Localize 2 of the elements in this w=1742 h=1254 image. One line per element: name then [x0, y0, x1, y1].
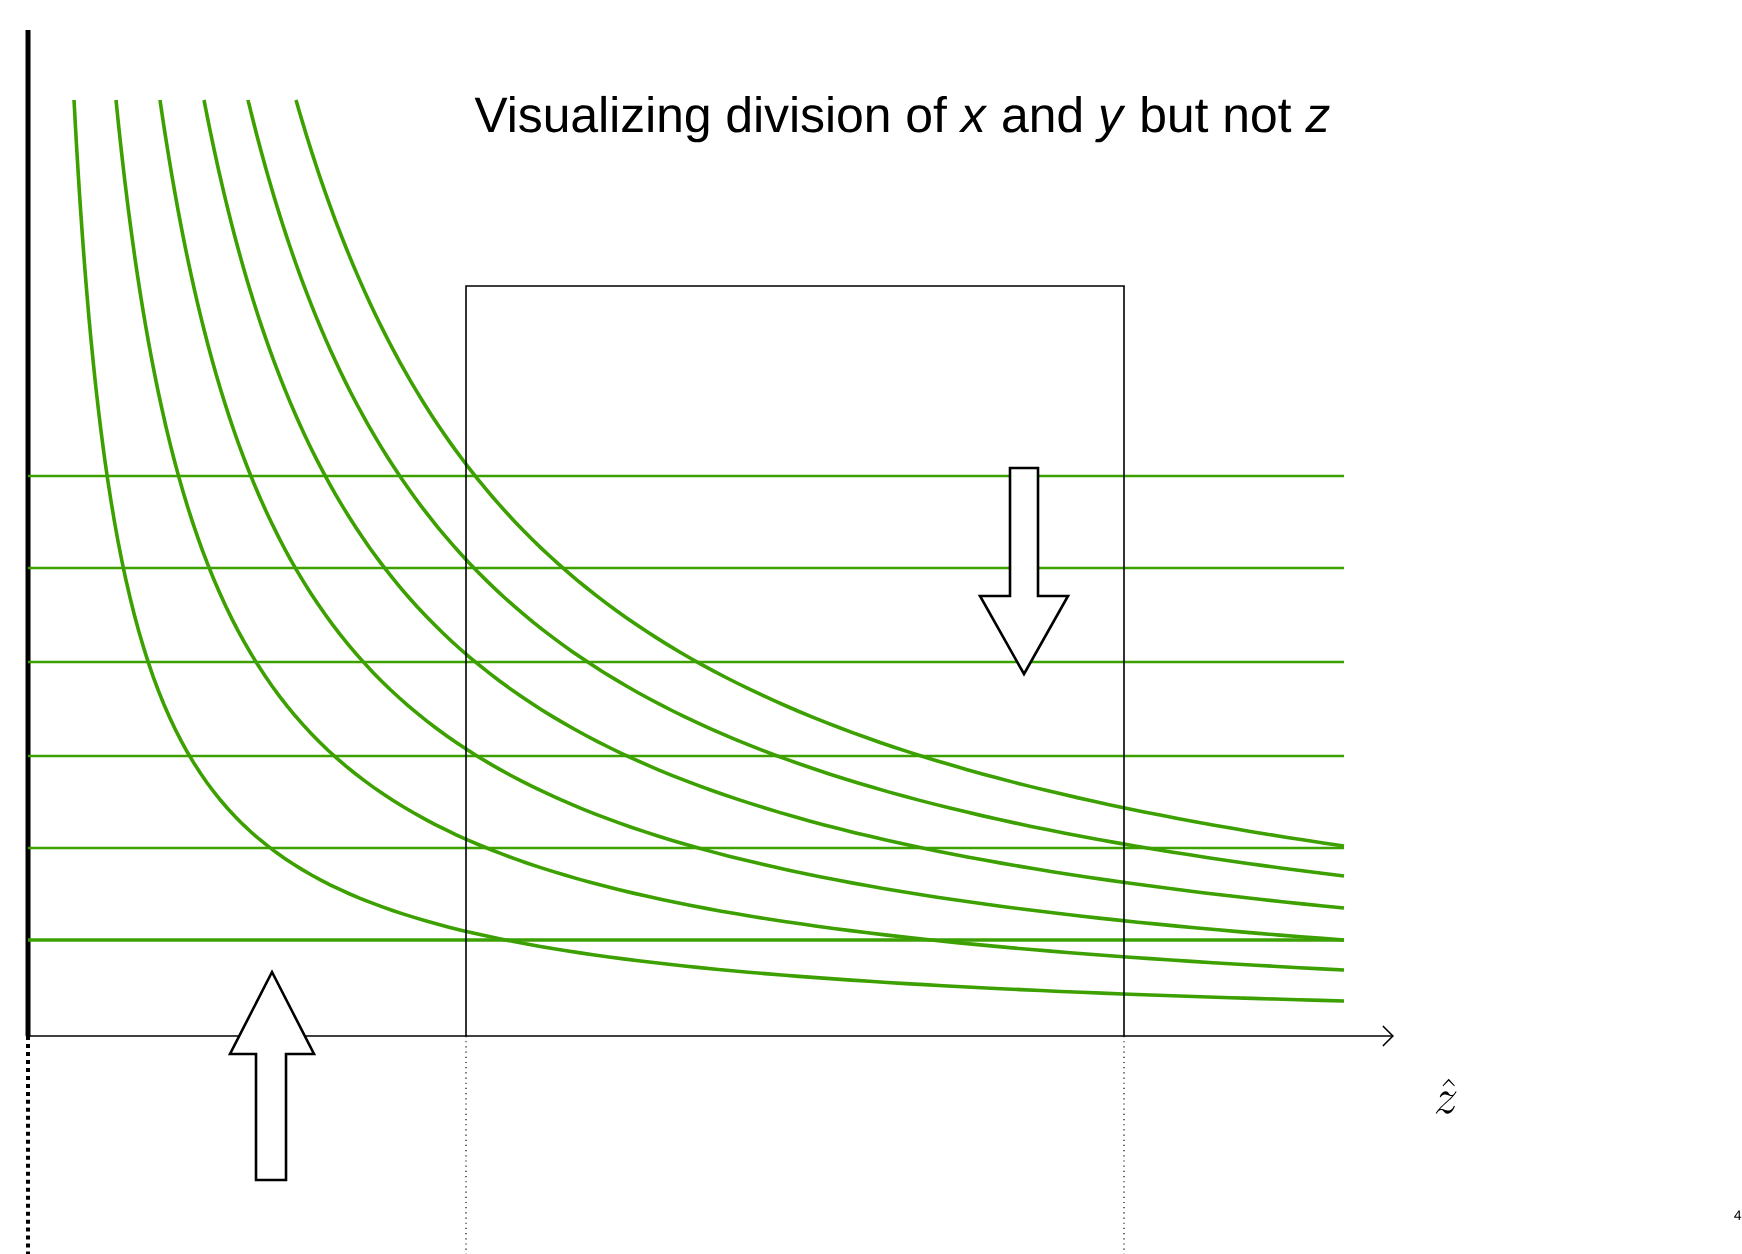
- axis-label: $\hat{z}$: [1435, 1078, 1457, 1114]
- title: Visualizing division of x and y but not z: [474, 95, 1330, 143]
